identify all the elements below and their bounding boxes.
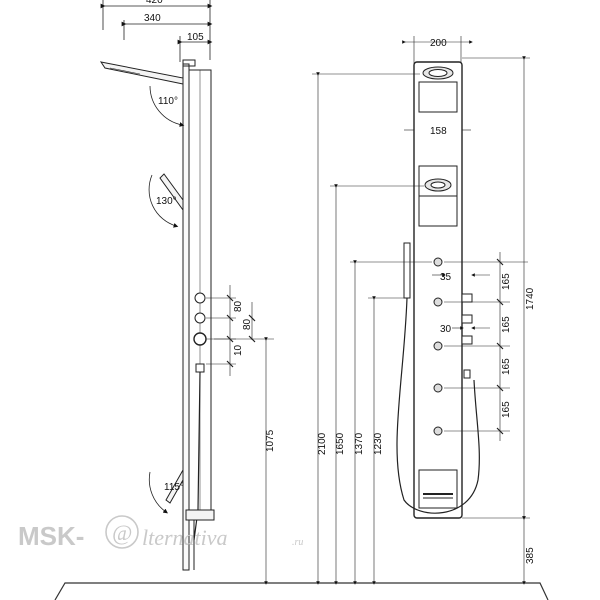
dim-height-1650: 1650 bbox=[335, 432, 346, 455]
watermark-brand-left: MSK- bbox=[18, 521, 84, 551]
dim-jet-spacing-1: 165 bbox=[501, 273, 512, 290]
dim-spacing-2: 80 bbox=[242, 318, 253, 330]
watermark-tld: .ru bbox=[292, 537, 303, 548]
dim-inner-width: 158 bbox=[430, 126, 447, 137]
dim-angle-mid: 130° bbox=[156, 196, 177, 207]
dim-height-1370: 1370 bbox=[354, 432, 365, 455]
front-view bbox=[312, 36, 530, 585]
body-jets bbox=[433, 257, 443, 436]
dim-panel-width: 200 bbox=[430, 38, 447, 49]
dim-nozzle-offset: 30 bbox=[440, 324, 452, 335]
dim-height-mixer: 1075 bbox=[265, 429, 276, 452]
floor-line bbox=[54, 582, 549, 600]
dim-angle-bottom: 115° bbox=[164, 482, 184, 493]
watermark-brand-right: lternativa bbox=[142, 525, 228, 550]
side-view bbox=[99, 0, 274, 585]
dim-width-head: 340 bbox=[144, 13, 161, 24]
dim-spacing-3: 10 bbox=[233, 344, 244, 356]
dim-width-total: 420 bbox=[146, 0, 163, 6]
dim-jet-spacing-3: 165 bbox=[501, 358, 512, 375]
dim-jet-spacing-2: 165 bbox=[501, 316, 512, 333]
dimension-labels: 420 340 105 110° 130° 115° 80 80 10 1075… bbox=[144, 0, 536, 564]
dim-jet-spacing-4: 165 bbox=[501, 401, 512, 418]
dim-angle-top: 110° bbox=[158, 96, 178, 107]
watermark-at-sign: @ bbox=[112, 520, 132, 545]
dim-height-1230: 1230 bbox=[373, 432, 384, 455]
dim-jet-offset: 35 bbox=[440, 272, 452, 283]
watermark: MSK- @ lternativa .ru bbox=[18, 515, 303, 551]
dim-spacing-1: 80 bbox=[233, 300, 244, 312]
dim-panel-depth: 105 bbox=[187, 32, 204, 43]
dim-height-2100: 2100 bbox=[317, 432, 328, 455]
dim-floor-offset: 385 bbox=[525, 547, 536, 564]
dim-height-overall: 1740 bbox=[525, 287, 536, 310]
